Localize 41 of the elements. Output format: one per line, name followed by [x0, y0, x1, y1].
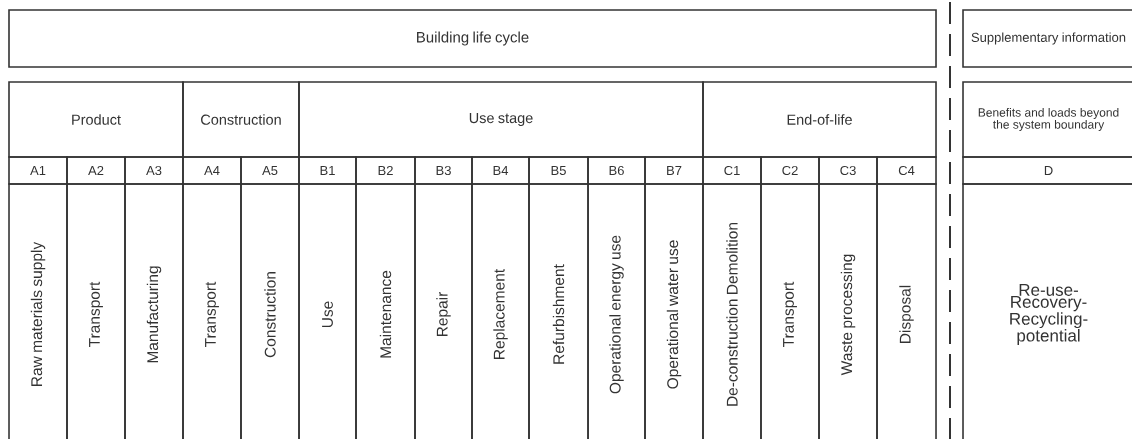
- code-cell: C2: [760, 156, 820, 185]
- code-cell: A2: [66, 156, 126, 185]
- header-cell: End-of-life: [702, 81, 937, 158]
- header-cell: Supplementary information: [962, 9, 1132, 68]
- stage-cell: Maintenance: [355, 183, 416, 439]
- stage-cell: Refurbishment: [528, 183, 589, 439]
- stage-cell: Use: [298, 183, 357, 439]
- stage-cell: Transport: [182, 183, 242, 439]
- code-cell: C1: [702, 156, 762, 185]
- code-cell: B3: [414, 156, 473, 185]
- code-cell: B7: [644, 156, 704, 185]
- stage-cell: Transport: [760, 183, 820, 439]
- header-cell: Construction: [182, 81, 300, 158]
- stage-cell: Raw materials supply: [8, 183, 68, 439]
- stage-cell: Construction: [240, 183, 300, 439]
- stage-cell: Operational energy use: [587, 183, 646, 439]
- code-cell: B5: [528, 156, 589, 185]
- stage-cell: Operational water use: [644, 183, 704, 439]
- code-cell: D: [962, 156, 1132, 185]
- stage-cell: Transport: [66, 183, 126, 439]
- code-cell: B2: [355, 156, 416, 185]
- stage-cell: Waste processing: [818, 183, 878, 439]
- stage-cell: De-construction Demolition: [702, 183, 762, 439]
- stage-cell: Replacement: [471, 183, 530, 439]
- stage-cell: Manufacturing: [124, 183, 184, 439]
- header-cell: Use stage: [298, 81, 704, 158]
- code-cell: A4: [182, 156, 242, 185]
- stage-cell: Repair: [414, 183, 473, 439]
- code-cell: A3: [124, 156, 184, 185]
- stage-cell: Disposal: [876, 183, 937, 439]
- code-cell: C3: [818, 156, 878, 185]
- code-cell: C4: [876, 156, 937, 185]
- header-cell: Benefits and loads beyond the system boundary: [962, 81, 1132, 158]
- header-cell: Building life cycle: [8, 9, 937, 68]
- code-cell: B1: [298, 156, 357, 185]
- header-cell: Product: [8, 81, 184, 158]
- code-cell: B4: [471, 156, 530, 185]
- code-cell: B6: [587, 156, 646, 185]
- code-cell: A1: [8, 156, 68, 185]
- code-cell: A5: [240, 156, 300, 185]
- stage-cell: Re-use- Recovery- Recycling- potential: [962, 183, 1132, 439]
